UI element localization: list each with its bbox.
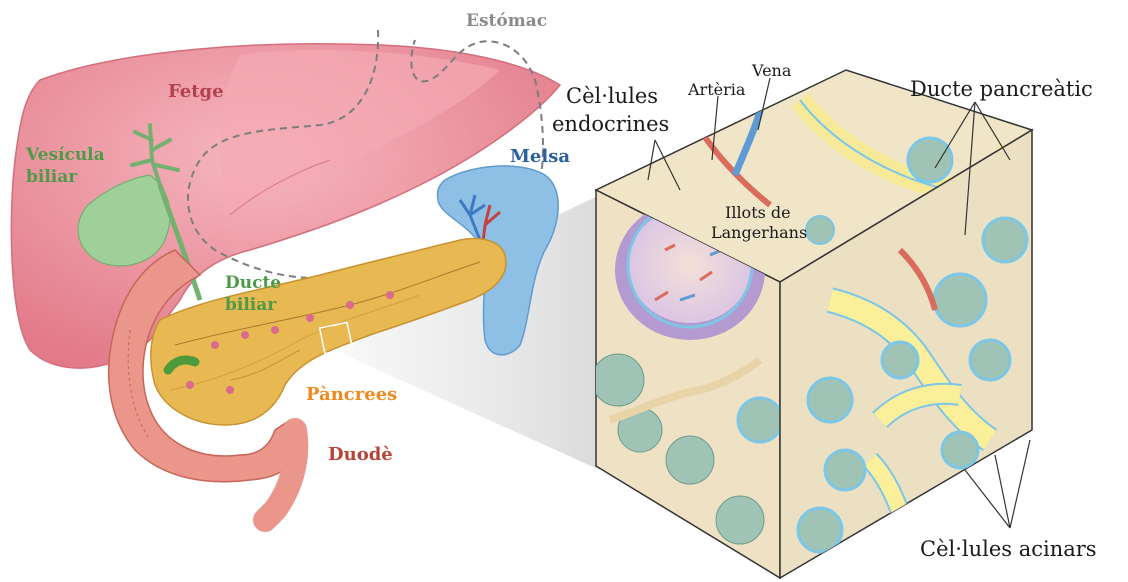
label-fetge: Fetge xyxy=(168,81,224,102)
label-vena: Vena xyxy=(751,61,792,80)
label-pancrees: Pàncrees xyxy=(306,384,397,405)
label-illots-1: Illots de xyxy=(725,203,791,222)
label-ducte-biliar-1: Ducte xyxy=(225,273,281,293)
label-melsa: Melsa xyxy=(510,146,570,167)
label-duode: Duodè xyxy=(328,444,393,465)
label-estomac: Estómac xyxy=(466,11,547,31)
label-ducte-biliar-2: biliar xyxy=(225,295,277,315)
label-illots-2: Langerhans xyxy=(711,223,807,242)
label-vesicula-1: Vesícula xyxy=(25,145,105,165)
label-arteria: Artèria xyxy=(687,80,746,99)
label-vesicula-2: biliar xyxy=(26,167,78,187)
label-cel-endocrines-1: Cèl·lules xyxy=(566,84,658,108)
label-cel-endocrines-2: endocrines xyxy=(552,112,669,136)
label-ducte-pancreatic: Ducte pancreàtic xyxy=(910,77,1093,101)
label-cel-acinars: Cèl·lules acinars xyxy=(920,537,1097,561)
